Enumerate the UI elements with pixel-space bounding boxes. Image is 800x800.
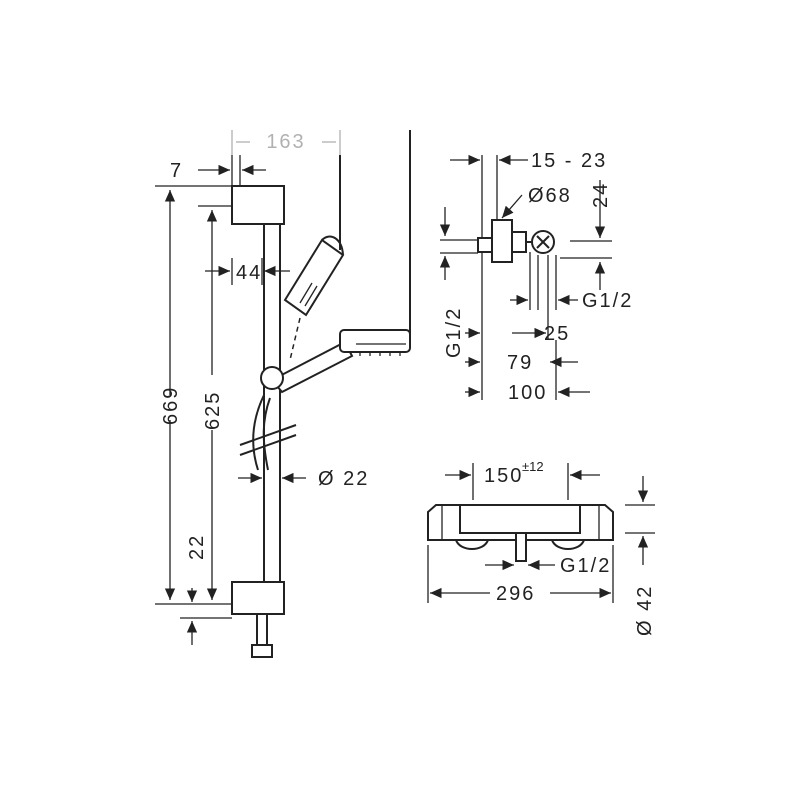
dimension-length: 296 (427, 545, 614, 605)
dimension-outlet: G1/2 (485, 555, 611, 577)
label-rosette: Ø68 (528, 185, 572, 207)
dimension-width-25: 25 (465, 323, 570, 345)
dimension-total-height: 669 (155, 185, 232, 605)
thermostat-mixer: 150 ±12 G1/2 296 (427, 459, 656, 636)
label-top-width: 163 (266, 131, 305, 153)
dimension-rail-height: 625 (198, 205, 232, 600)
label-width-25: 25 (544, 323, 570, 345)
hand-shower-holder (260, 329, 411, 394)
dimension-bracket-offset: 7 (170, 155, 266, 185)
dimension-thread-top: G1/2 (510, 290, 633, 312)
dimension-thread-left: G1/2 (439, 207, 478, 358)
label-bottom-offset: 22 (186, 534, 208, 560)
label-thread-left: G1/2 (443, 307, 465, 358)
hand-shower-tilted (283, 235, 345, 361)
label-rail-height: 625 (202, 391, 224, 430)
label-centers: 150 (484, 465, 523, 487)
label-width-100: 100 (508, 382, 547, 404)
dimension-rosette: Ø68 (501, 185, 572, 219)
dimension-wall-depth: 15 - 23 (450, 150, 607, 172)
label-length: 296 (496, 583, 535, 605)
dimension-width-79: 79 (465, 352, 578, 374)
label-centers-tolerance: ±12 (522, 459, 544, 474)
dimension-top-width: 163 (231, 130, 341, 155)
top-wall-bracket (231, 185, 285, 225)
label-outlet: G1/2 (560, 555, 611, 577)
label-height: 24 (590, 182, 612, 208)
dimension-bottom-offset: 22 (180, 534, 232, 645)
label-diameter: Ø 42 (634, 585, 656, 636)
label-wall-depth: 15 - 23 (531, 150, 607, 172)
dimension-width-100: 100 (465, 340, 590, 404)
dimension-holder-offset: 44 (205, 258, 290, 285)
label-thread-top: G1/2 (582, 290, 633, 312)
label-holder-offset: 44 (236, 262, 262, 284)
dimension-height: 24 (560, 180, 612, 290)
wall-connector: 15 - 23 Ø68 24 (439, 150, 633, 404)
dimension-diameter: Ø 42 (625, 476, 656, 636)
label-width-79: 79 (507, 352, 533, 374)
dimension-centers: 150 ±12 (445, 459, 600, 500)
dimension-rail-diameter: Ø 22 (238, 468, 369, 490)
bottom-wall-bracket (231, 581, 285, 615)
shower-rail-set: 163 7 669 (155, 130, 411, 658)
label-bracket-offset: 7 (170, 160, 183, 182)
label-rail-diameter: Ø 22 (318, 468, 369, 490)
label-total-height: 669 (160, 386, 182, 425)
